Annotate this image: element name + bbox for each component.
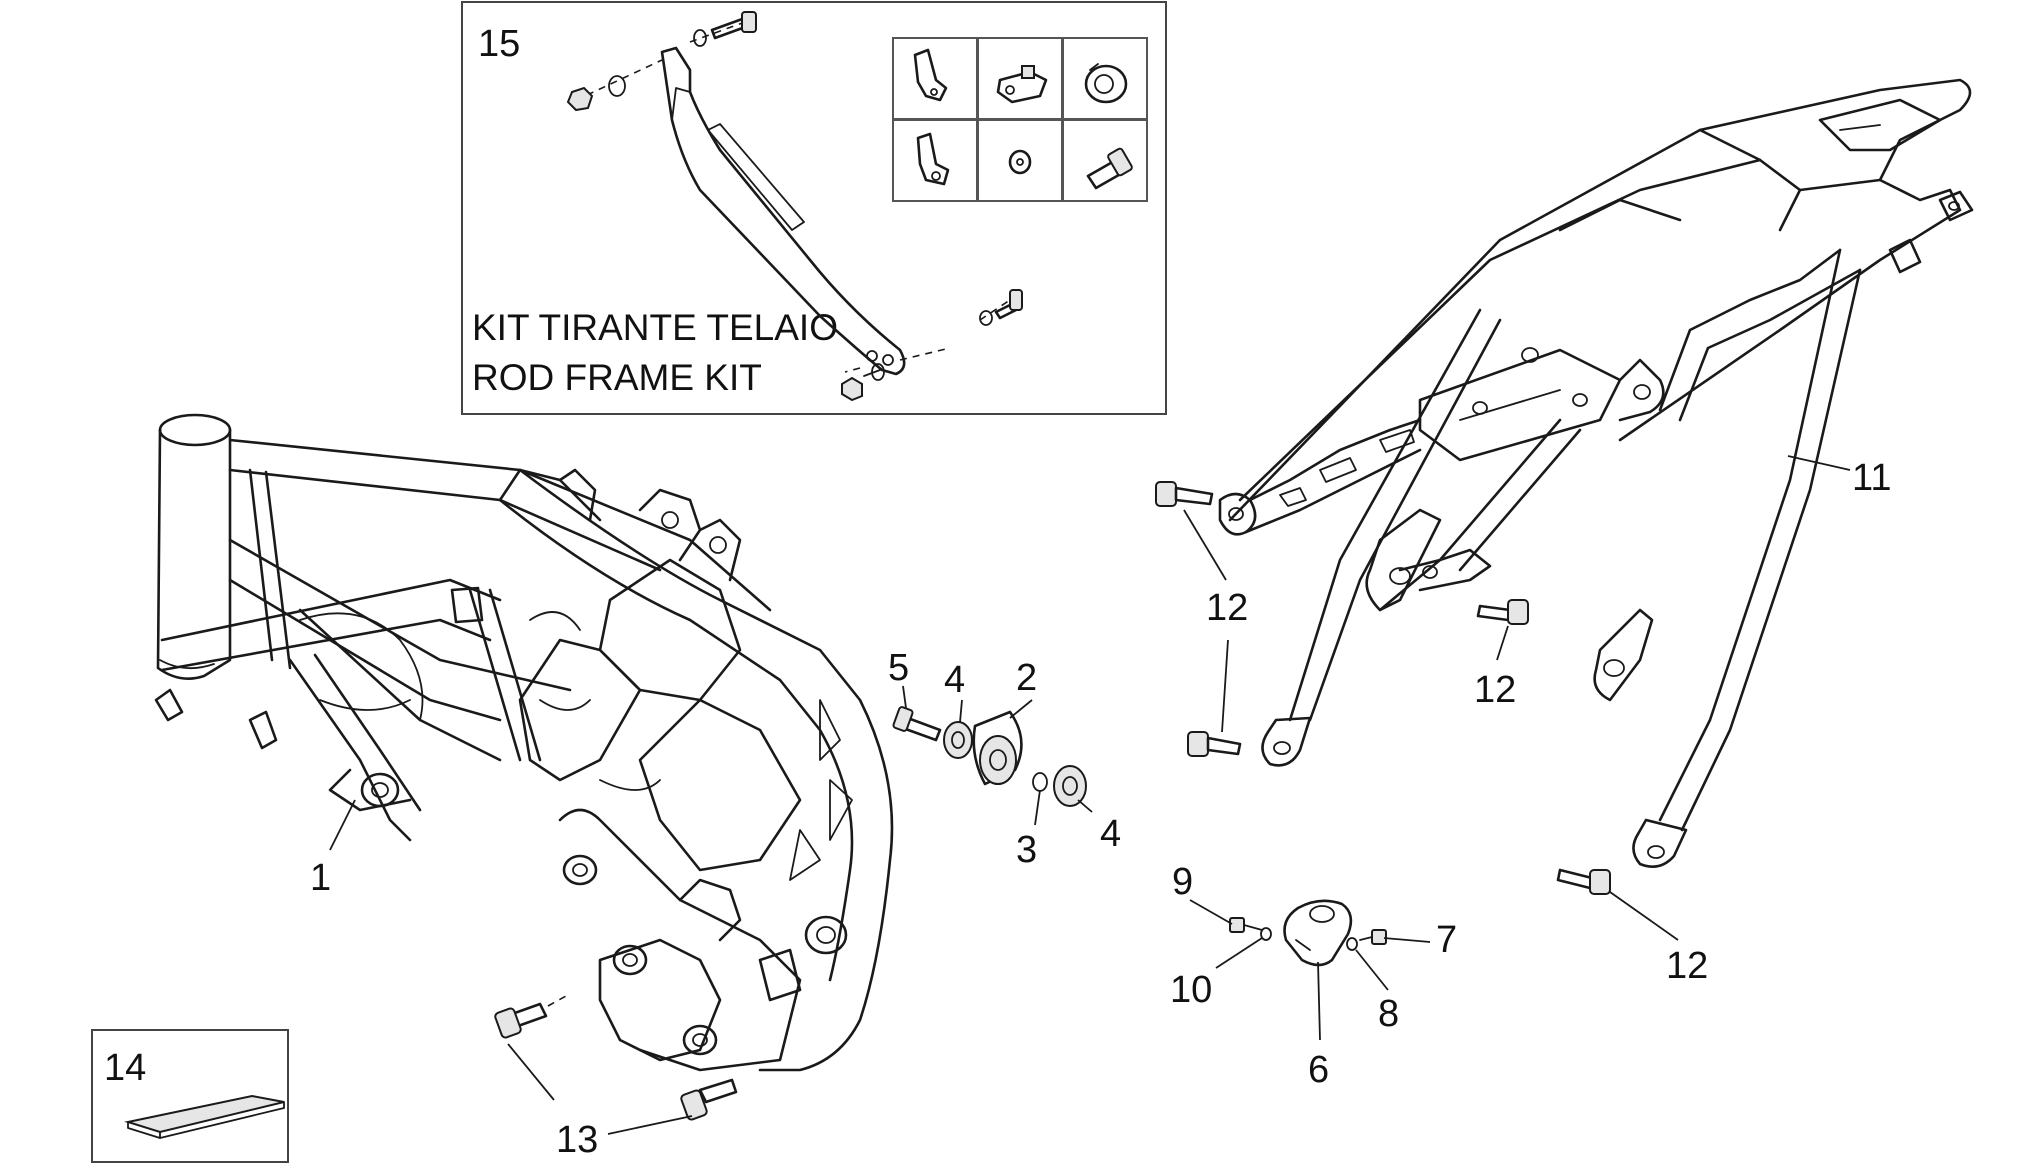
subframe-bolt-middle: [1476, 599, 1529, 625]
kit-14-inset: 14: [91, 1029, 289, 1163]
part-label-14: 14: [104, 1047, 146, 1089]
sensor-screw-part-9: [1229, 917, 1263, 933]
bracket-icon: [913, 48, 948, 102]
part-label-9: 9: [1172, 861, 1193, 903]
kit-washer-top: [608, 75, 626, 97]
kit-contents-grid: [892, 37, 1148, 202]
part-label-12-lower: 12: [1666, 945, 1708, 987]
frame-bolt-part-13-upper: [494, 1002, 548, 1039]
kit-bolt-bottom: [994, 289, 1023, 320]
engine-mount-washer-part-3: [1032, 772, 1048, 792]
part-label-5: 5: [888, 647, 909, 689]
part-label-3: 3: [1016, 829, 1037, 871]
part-label-6: 6: [1308, 1049, 1329, 1091]
kit-15-inset: 15 KIT TIRANTE TELAIO ROD FRAME KIT: [461, 1, 1167, 415]
part-label-12-upper: 12: [1206, 587, 1248, 629]
part-labels: 1 2 3 4 4 5 6 7 8 9 10 11 12 12 12 13: [310, 457, 1891, 1161]
grommet-icon: [1084, 63, 1128, 104]
sensor-washer-part-8: [1346, 937, 1358, 951]
frame-rod-part: [660, 46, 906, 376]
engine-mount-spacer-part-4a: [943, 721, 973, 759]
washer-icon: [1008, 149, 1032, 175]
subframe-bolt-lower-right: [1556, 868, 1611, 895]
clamp-icon: [996, 65, 1048, 104]
kit-bolt-top: [710, 11, 757, 40]
part-label-1: 1: [310, 857, 331, 899]
part-label-15: 15: [478, 23, 520, 65]
kit-title-italian: KIT TIRANTE TELAIO: [472, 307, 838, 348]
part-label-8: 8: [1378, 993, 1399, 1035]
engine-mount-spacer-part-4b: [1053, 765, 1087, 807]
part-label-2: 2: [1016, 657, 1037, 699]
bolt-icon: [1086, 147, 1133, 190]
angle-bracket-icon: [916, 132, 950, 186]
part-label-10: 10: [1170, 969, 1212, 1011]
kit-nut-top: [566, 86, 594, 112]
main-frame-part: [154, 413, 894, 1072]
kit-nut-bottom: [841, 376, 863, 402]
leader-lines: [329, 455, 1851, 1135]
kit-washer-top-2: [693, 29, 707, 47]
engine-mount-bolt-part-5: [892, 706, 942, 742]
part-label-7: 7: [1436, 919, 1457, 961]
rear-subframe-part: [1218, 78, 1974, 868]
part-label-4-lower: 4: [1100, 813, 1121, 855]
part-label-4-upper: 4: [944, 659, 965, 701]
part-label-12-middle: 12: [1474, 669, 1516, 711]
engine-mount-bushing-part-2: [972, 710, 1023, 786]
frame-bolt-part-13-lower: [680, 1078, 738, 1121]
part-label-13: 13: [556, 1119, 598, 1161]
part-label-11: 11: [1852, 457, 1891, 499]
sensor-washer-part-10: [1260, 927, 1272, 941]
kit-title-english: ROD FRAME KIT: [472, 357, 762, 398]
subframe-bolt-lower-left: [1187, 731, 1242, 757]
sensor-bracket-part-6: [1283, 899, 1353, 967]
sensor-screw-part-7: [1359, 929, 1387, 945]
subframe-bolt-upper: [1155, 481, 1214, 507]
